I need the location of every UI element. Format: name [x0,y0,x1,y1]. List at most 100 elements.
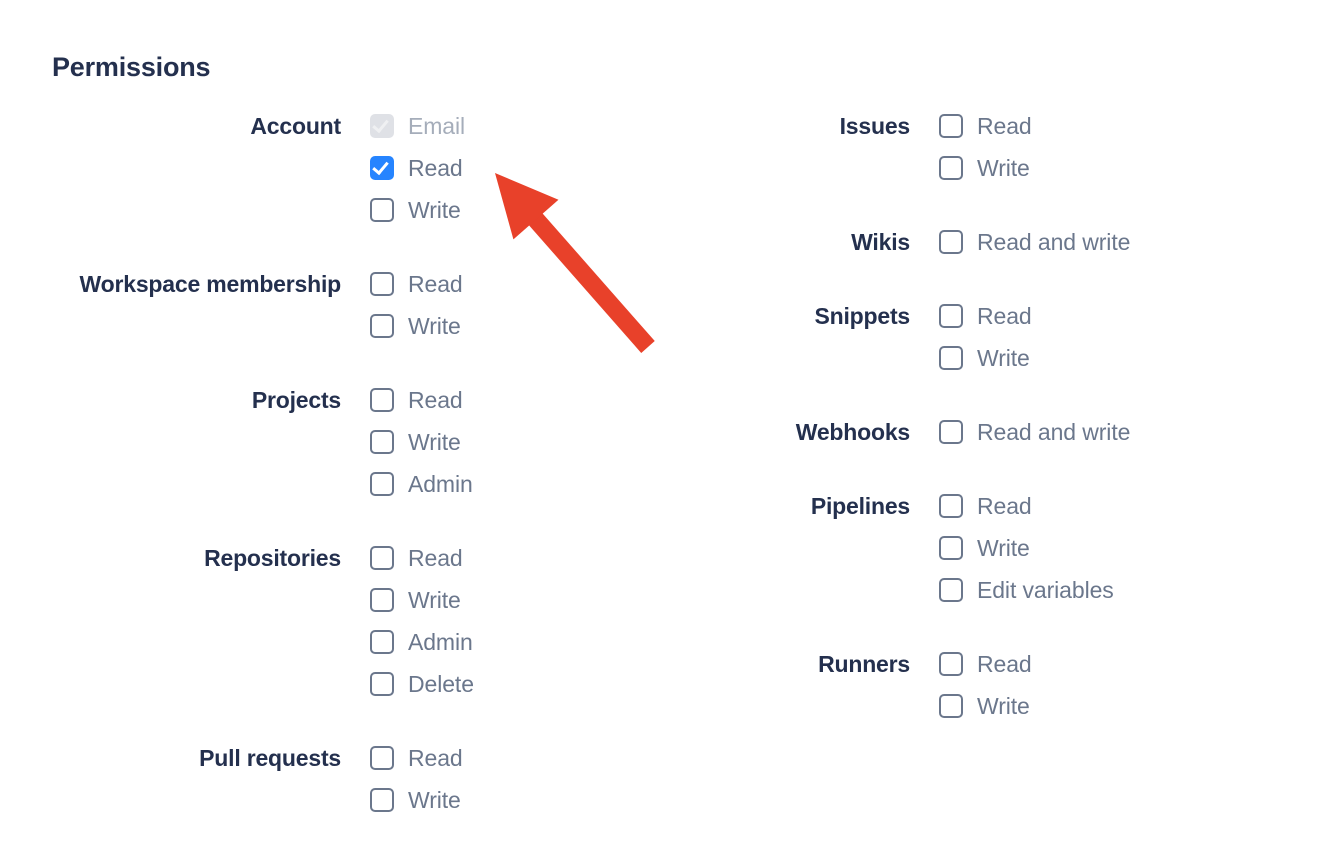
permission-option-row[interactable]: Delete [370,663,474,705]
checkbox-email [370,114,394,138]
permission-option-row[interactable]: Read [370,263,463,305]
permission-option-label: Edit variables [977,577,1114,603]
permission-group-label: Account [250,113,341,139]
permission-option-label: Write [408,313,461,339]
check-icon [372,157,389,176]
checkbox-write[interactable] [370,198,394,222]
permission-group-label: Issues [839,113,911,139]
checkbox-read-and-write[interactable] [939,420,963,444]
permission-option-row[interactable]: Read [939,295,1032,337]
checkbox-read[interactable] [370,156,394,180]
permission-option-row[interactable]: Write [939,337,1032,379]
permission-option-label: Read [408,271,463,297]
permission-option-row[interactable]: Write [370,421,473,463]
permission-option-row[interactable]: Read [370,737,463,779]
checkbox-write[interactable] [939,694,963,718]
checkbox-write[interactable] [370,788,394,812]
permission-option-label: Read [408,387,463,413]
checkbox-delete[interactable] [370,672,394,696]
permission-option-label: Read [408,155,463,181]
permission-option-label: Write [977,155,1030,181]
checkbox-read[interactable] [939,304,963,328]
permission-group-label: Runners [818,651,910,677]
permission-option-row[interactable]: Email [370,105,465,147]
checkbox-read-and-write[interactable] [939,230,963,254]
permission-option-label: Write [977,693,1030,719]
checkbox-read[interactable] [939,652,963,676]
permission-group-label: Projects [251,387,341,413]
permission-option-row[interactable]: Read [939,643,1032,685]
permission-option-label: Write [408,587,461,613]
permission-option-row[interactable]: Read [939,105,1032,147]
permission-option-label: Write [977,535,1030,561]
permission-group: Webhooks Read and write [570,411,1270,453]
checkbox-read[interactable] [370,388,394,412]
checkbox-read[interactable] [370,746,394,770]
permission-option-label: Read [977,113,1032,139]
permission-group-label: Pipelines [810,493,910,519]
permission-option-row[interactable]: Write [370,189,465,231]
permission-group-label: Webhooks [795,419,910,445]
checkbox-write[interactable] [370,314,394,338]
checkbox-read[interactable] [370,272,394,296]
permission-option-list: Read and write [910,411,1130,453]
permission-option-label: Delete [408,671,474,697]
permission-option-label: Write [408,429,461,455]
permission-group-label: Snippets [814,303,910,329]
permission-option-label: Read [408,745,463,771]
checkbox-admin[interactable] [370,630,394,654]
checkbox-write[interactable] [939,346,963,370]
page-title: Permissions [52,52,211,82]
checkbox-admin[interactable] [370,472,394,496]
permission-option-row[interactable]: Admin [370,463,473,505]
permission-option-row[interactable]: Read [939,485,1114,527]
permission-option-row[interactable]: Write [939,147,1032,189]
permission-option-row[interactable]: Read and write [939,411,1130,453]
permission-group-label: Pull requests [199,745,341,771]
permission-option-row[interactable]: Write [370,579,474,621]
permission-option-label: Read [408,545,463,571]
permission-option-row[interactable]: Read [370,537,474,579]
permission-option-label: Read and write [977,229,1131,255]
checkbox-read[interactable] [370,546,394,570]
permission-option-row[interactable]: Write [939,527,1114,569]
checkbox-write[interactable] [939,536,963,560]
permission-group: Wikis Read and write [570,221,1270,263]
permission-option-row[interactable]: Write [370,779,463,821]
permission-option-row[interactable]: Admin [370,621,474,663]
permission-option-label: Admin [408,629,473,655]
checkbox-write[interactable] [370,588,394,612]
permission-option-row[interactable]: Read [370,379,473,421]
permission-group-label: Wikis [851,229,910,255]
permission-option-row[interactable]: Write [370,305,463,347]
permission-option-row[interactable]: Write [939,685,1032,727]
check-icon [372,115,389,134]
permission-option-label: Read [977,651,1032,677]
checkbox-edit-variables[interactable] [939,578,963,602]
permission-option-label: Read and write [977,419,1131,445]
permission-option-row[interactable]: Read and write [939,221,1130,263]
permission-group-label: Repositories [204,545,341,571]
permission-option-row[interactable]: Edit variables [939,569,1114,611]
checkbox-write[interactable] [370,430,394,454]
checkbox-read[interactable] [939,114,963,138]
permission-option-label: Admin [408,471,473,497]
checkbox-write[interactable] [939,156,963,180]
checkbox-read[interactable] [939,494,963,518]
permission-option-row[interactable]: Read [370,147,465,189]
